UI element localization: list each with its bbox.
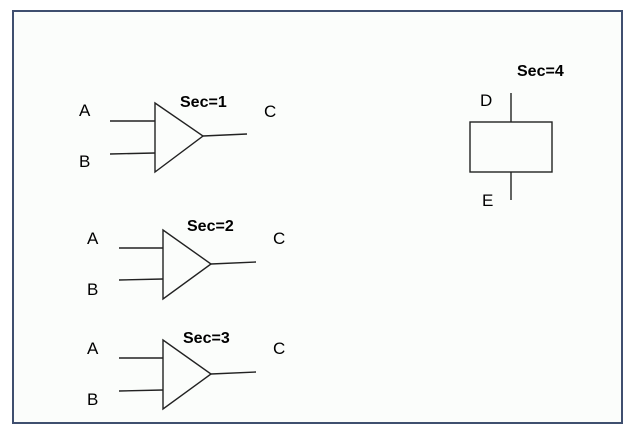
gate-1-input-a-label: A — [79, 101, 91, 120]
gate-1: A B C Sec=1 — [79, 94, 276, 174]
gate-2-input-a-label: A — [87, 229, 99, 248]
gate-3-output-label: C — [273, 339, 285, 358]
gate-1-input-b-wire — [109, 152, 156, 155]
gate-1-output-label: C — [264, 102, 276, 121]
block-section-label: Sec=4 — [517, 63, 564, 80]
block-bottom-pin-label: E — [482, 191, 493, 210]
gate-1-input-b-label: B — [79, 152, 90, 171]
gate-3-section-label: Sec=3 — [183, 330, 230, 347]
gate-2-input-b-wire — [118, 278, 164, 281]
gate-1-triangle-symbol — [154, 101, 205, 174]
gate-2-output-wire — [210, 261, 257, 265]
gate-3-input-b-label: B — [87, 390, 98, 409]
gate-3-triangle-symbol — [162, 338, 213, 411]
gate-2: A B C Sec=2 — [87, 218, 285, 301]
diagram-frame — [12, 10, 623, 424]
gate-1-section-label: Sec=1 — [180, 94, 227, 111]
gate-2-section-label: Sec=2 — [187, 218, 234, 235]
gate-3-input-b-wire — [118, 389, 164, 392]
gate-2-output-label: C — [273, 229, 285, 248]
gate-3-output-wire — [210, 371, 257, 375]
block-top-pin-label: D — [480, 91, 492, 110]
gate-3-input-a-label: A — [87, 339, 99, 358]
gate-3: A B C Sec=3 — [87, 330, 285, 411]
gate-2-triangle-symbol — [162, 228, 213, 301]
block-4: D E Sec=4 — [469, 63, 564, 210]
gate-2-input-b-label: B — [87, 280, 98, 299]
gate-1-output-wire — [202, 133, 248, 137]
block-rectangle — [469, 121, 553, 173]
